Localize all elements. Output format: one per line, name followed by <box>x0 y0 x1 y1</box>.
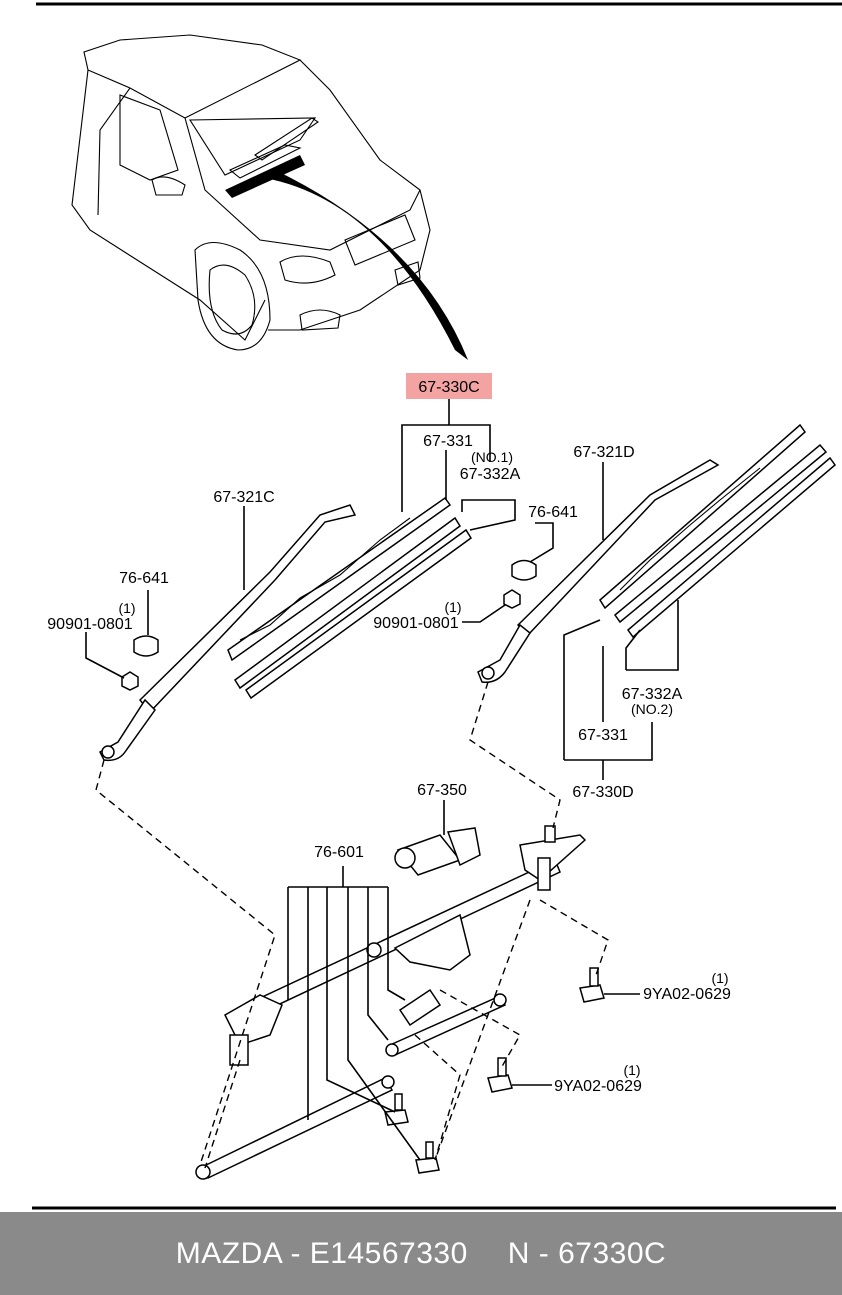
leader-arrow <box>265 170 468 360</box>
part-label: 67-331 <box>578 727 628 744</box>
part-label: (NO.1) <box>471 449 513 465</box>
wiper-parts-diagram: 67-330C 67-331 (NO.1) 67-332A 67-321C 76… <box>32 2 842 1210</box>
footer-code: N - 67330C <box>507 1236 667 1270</box>
part-label: (NO.2) <box>631 701 673 717</box>
part-label: 76-601 <box>314 844 364 861</box>
part-label: 67-321D <box>573 444 634 461</box>
part-label: (1) <box>118 600 135 616</box>
part-label: 90901-0801 <box>373 615 459 632</box>
part-label: 76-641 <box>119 570 169 587</box>
part-label: 9YA02-0629 <box>554 1078 642 1095</box>
part-label: 67-330D <box>572 784 633 801</box>
footer-brand: MAZDA - E14567330 <box>175 1236 468 1270</box>
wiper-linkage <box>195 825 605 1180</box>
part-labels: 67-330C 67-331 (NO.1) 67-332A 67-321C 76… <box>47 379 731 1095</box>
connection-lines <box>95 681 609 1169</box>
part-label: 67-321C <box>213 489 274 506</box>
part-label: 9YA02-0629 <box>643 986 731 1003</box>
right-wiper-assembly <box>477 423 837 684</box>
left-wiper-assembly <box>99 496 473 762</box>
part-label: (1) <box>444 599 461 615</box>
part-label: 76-641 <box>528 504 578 521</box>
part-label: 67-331 <box>423 433 473 450</box>
highlight-box <box>406 373 492 399</box>
leader-lines <box>85 399 679 1161</box>
part-label: 67-350 <box>417 782 467 799</box>
part-label: 67-332A <box>622 686 683 703</box>
vehicle-illustration <box>71 34 468 360</box>
footer-bar: MAZDA - E14567330 N - 67330C <box>0 1212 842 1295</box>
part-label: 67-332A <box>460 466 521 483</box>
part-label: (1) <box>711 970 728 986</box>
part-label: (1) <box>623 1062 640 1078</box>
part-label: 67-330C <box>418 379 479 396</box>
part-label: 90901-0801 <box>47 616 133 633</box>
